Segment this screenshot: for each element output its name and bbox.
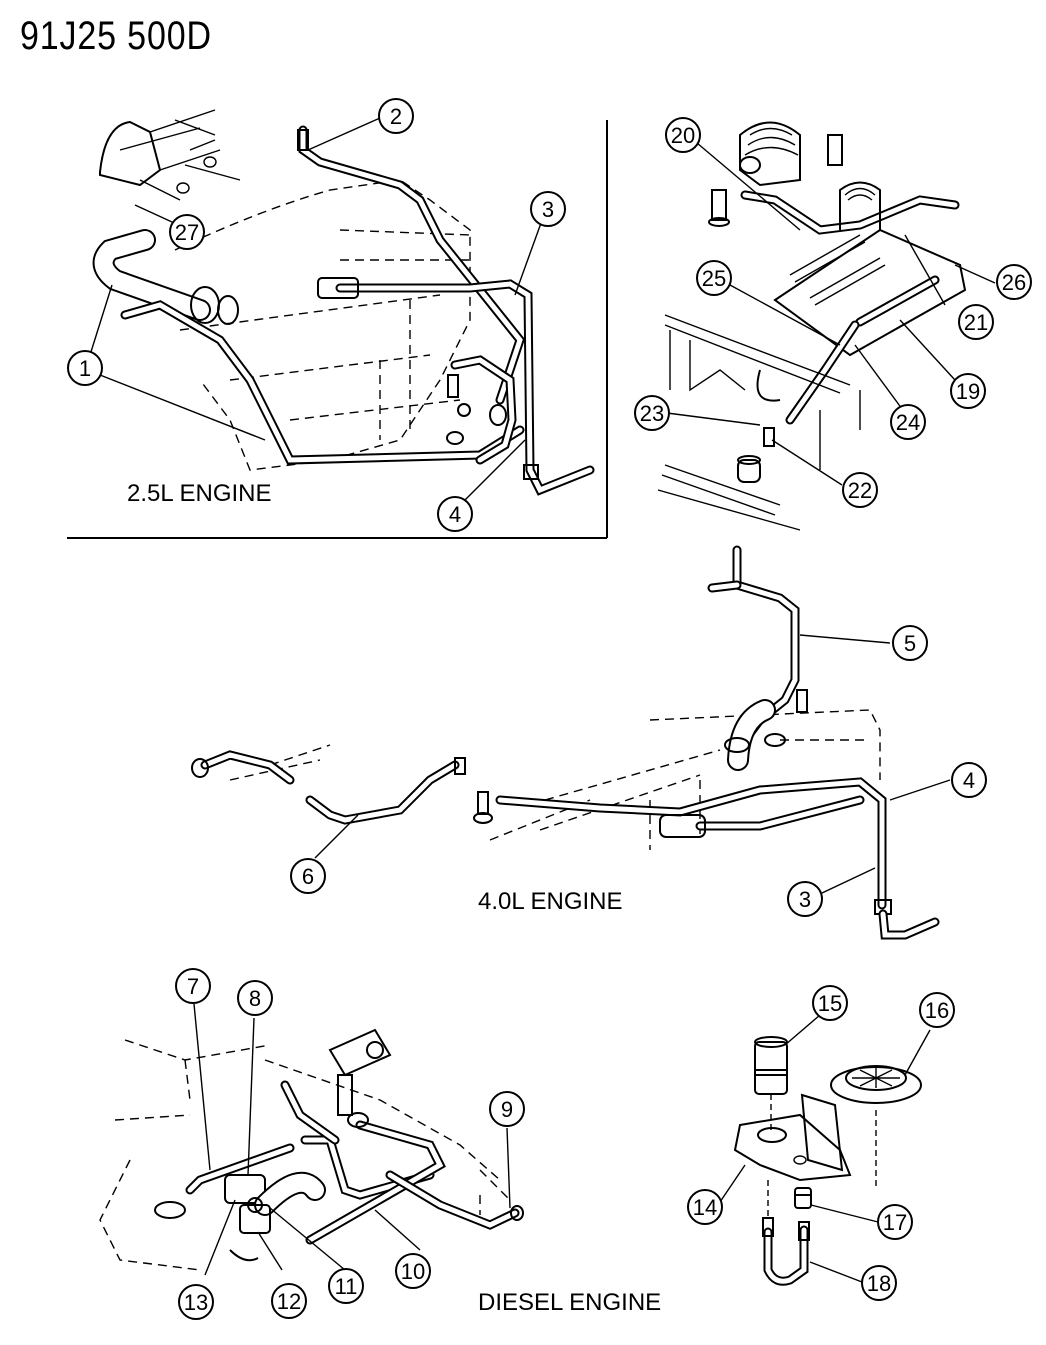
callout-8: 8 bbox=[237, 980, 273, 1016]
callout-18: 18 bbox=[861, 1265, 897, 1301]
callout-3-40: 3 bbox=[787, 881, 823, 917]
panel-2-5l-engine bbox=[67, 109, 608, 539]
part-2-tube bbox=[298, 125, 526, 405]
callout-label: 13 bbox=[184, 1290, 208, 1315]
callout-9: 9 bbox=[489, 1091, 525, 1127]
callout-13: 13 bbox=[178, 1284, 214, 1320]
callout-label: 9 bbox=[501, 1097, 513, 1122]
part-15-filter bbox=[754, 1036, 788, 1130]
fuel-filter-25 bbox=[190, 286, 239, 325]
part-14-bracket bbox=[733, 1093, 852, 1182]
callout-27: 27 bbox=[169, 214, 205, 250]
callout-label: 20 bbox=[671, 123, 695, 148]
callout-label: 16 bbox=[925, 998, 949, 1023]
callout-label: 18 bbox=[867, 1271, 891, 1296]
callout-23: 23 bbox=[634, 395, 670, 431]
callout-2: 2 bbox=[378, 98, 414, 134]
callout-26: 26 bbox=[996, 264, 1032, 300]
callout-5: 5 bbox=[892, 625, 928, 661]
callout-label: 4 bbox=[449, 502, 461, 527]
diesel-valve-cluster bbox=[224, 1171, 326, 1262]
callout-10: 10 bbox=[395, 1253, 431, 1289]
callout-label: 2 bbox=[390, 104, 402, 129]
callout-label: 6 bbox=[302, 864, 314, 889]
callout-label: 22 bbox=[848, 478, 872, 503]
callout-label: 12 bbox=[277, 1289, 301, 1314]
callout-label: 3 bbox=[542, 197, 554, 222]
callout-4-40: 4 bbox=[951, 762, 987, 798]
callout-label: 15 bbox=[818, 991, 842, 1016]
callout-20: 20 bbox=[665, 117, 701, 153]
caption-diesel-engine: DIESEL ENGINE bbox=[478, 1289, 661, 1316]
engine-outline-25 bbox=[174, 179, 471, 471]
callout-label: 11 bbox=[335, 1274, 358, 1299]
callout-label: 4 bbox=[963, 768, 975, 793]
callout-1: 1 bbox=[67, 350, 103, 386]
callout-label: 17 bbox=[883, 1210, 907, 1235]
callout-3: 3 bbox=[530, 191, 566, 227]
callout-14: 14 bbox=[687, 1189, 723, 1225]
diagram-title: 91J25 500D bbox=[20, 14, 212, 58]
part-6-tube bbox=[200, 750, 460, 825]
callout-6: 6 bbox=[290, 858, 326, 894]
callout-label: 7 bbox=[187, 974, 199, 999]
callout-label: 25 bbox=[702, 266, 726, 291]
callout-7: 7 bbox=[175, 968, 211, 1004]
callout-label: 1 bbox=[79, 356, 91, 381]
callout-label: 3 bbox=[799, 887, 811, 912]
part-9-tube bbox=[385, 1170, 520, 1230]
callout-label: 23 bbox=[640, 401, 664, 426]
part-17-fitting bbox=[794, 1187, 812, 1209]
callout-16: 16 bbox=[919, 992, 955, 1028]
callout-label: 24 bbox=[896, 410, 920, 435]
part-1-tube bbox=[120, 300, 525, 465]
part-4-tube-40 bbox=[495, 777, 887, 910]
throttle-body bbox=[739, 121, 843, 187]
callout-label: 19 bbox=[956, 379, 980, 404]
callout-11: 11 bbox=[328, 1268, 364, 1304]
callout-21: 21 bbox=[958, 304, 994, 340]
callout-label: 26 bbox=[1002, 270, 1026, 295]
caption-2-5l-engine: 2.5L ENGINE bbox=[127, 480, 272, 507]
callout-label: 5 bbox=[904, 631, 916, 656]
caption-4-0l-engine: 4.0L ENGINE bbox=[478, 888, 623, 915]
callout-24: 24 bbox=[890, 404, 926, 440]
panel-filter-bracket bbox=[719, 1014, 931, 1286]
fuel-tank-top bbox=[773, 228, 967, 357]
callout-label: 21 bbox=[964, 310, 988, 335]
callout-22: 22 bbox=[842, 472, 878, 508]
callout-4: 4 bbox=[437, 496, 473, 532]
callout-label: 10 bbox=[401, 1259, 425, 1284]
callout-label: 27 bbox=[175, 220, 199, 245]
callout-25: 25 bbox=[696, 260, 732, 296]
panel-4-0l-engine bbox=[191, 545, 951, 940]
callout-label: 14 bbox=[693, 1195, 717, 1220]
callout-15: 15 bbox=[812, 985, 848, 1021]
panel-diesel-engine bbox=[99, 1003, 524, 1276]
part-16-cap bbox=[830, 1065, 922, 1190]
part-27-bracket-illustration bbox=[99, 109, 241, 201]
callout-17: 17 bbox=[877, 1204, 913, 1240]
panel-upper-right bbox=[657, 121, 996, 531]
callout-label: 8 bbox=[249, 986, 261, 1011]
callout-19: 19 bbox=[950, 373, 986, 409]
callout-12: 12 bbox=[271, 1283, 307, 1319]
fuel-pump-22 bbox=[661, 427, 781, 516]
